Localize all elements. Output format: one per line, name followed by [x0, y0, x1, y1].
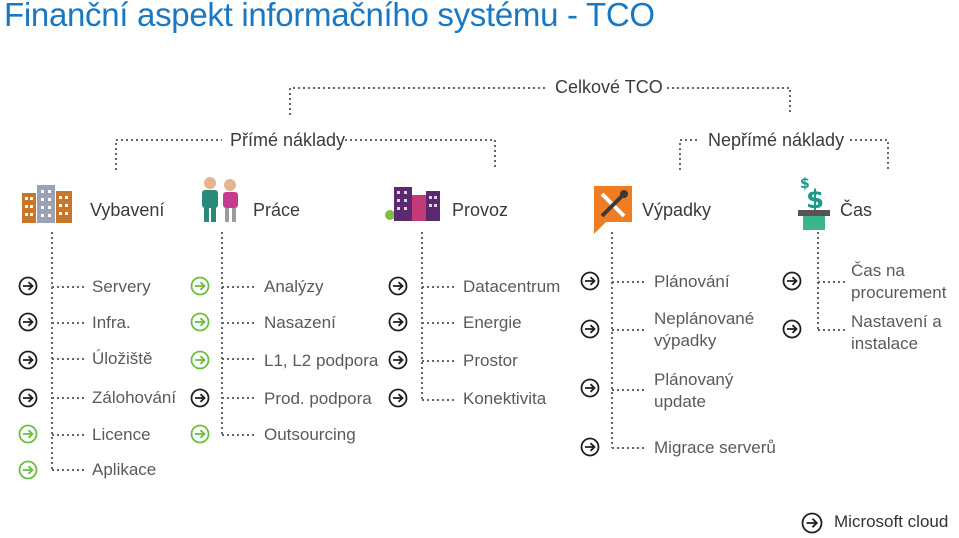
list-item: Úložiště — [92, 349, 153, 368]
arrow-circle-green-icon — [190, 312, 210, 332]
indirect-costs-label: Nepřímé náklady — [708, 130, 845, 150]
list-item: Outsourcing — [264, 425, 356, 444]
arrow-circle-green-icon — [18, 424, 38, 444]
list-item: Aplikace — [92, 460, 157, 479]
direct-costs-label: Přímé náklady — [230, 130, 346, 150]
list-item: Licence — [92, 425, 151, 444]
list-item: Migrace serverů — [654, 438, 776, 457]
category-vybaveni: Vybavení — [90, 200, 165, 220]
list-item: Energie — [463, 313, 522, 332]
category-cas: Čas — [840, 200, 873, 220]
list-item: Konektivita — [463, 389, 547, 408]
arrow-circle-green-icon — [190, 276, 210, 296]
category-provoz: Provoz — [452, 200, 509, 220]
arrow-circle-icon — [580, 437, 600, 457]
svg-text:$: $ — [806, 185, 824, 215]
page-title: Finanční aspekt informačního systému - T… — [4, 0, 655, 33]
list-item: Nasazení — [264, 313, 336, 332]
arrow-circle-icon — [388, 350, 408, 370]
arrow-circle-green-icon — [18, 460, 38, 480]
list-item: Prostor — [463, 351, 518, 370]
people-icon — [202, 177, 238, 222]
arrow-circle-icon — [18, 388, 38, 408]
money-icon: $ $ — [798, 176, 830, 230]
datacenter-buildings-icon — [385, 187, 440, 221]
footer-label: Microsoft cloud — [834, 512, 949, 531]
arrow-circle-green-icon — [190, 424, 210, 444]
list-item: Zálohování — [92, 388, 177, 407]
arrow-circle-icon — [801, 512, 823, 534]
arrow-circle-icon — [18, 350, 38, 370]
arrow-circle-icon — [580, 378, 600, 398]
arrow-circle-icon — [580, 271, 600, 291]
arrow-circle-icon — [580, 319, 600, 339]
list-item: Neplánované výpadky — [654, 309, 755, 350]
arrow-circle-green-icon — [190, 350, 210, 370]
arrow-circle-icon — [782, 319, 802, 339]
list-item: Plánování — [654, 272, 730, 291]
list-item: Analýzy — [264, 277, 324, 296]
list-item: Čas na procurement — [851, 261, 947, 302]
arrow-circle-icon — [782, 271, 802, 291]
arrow-circle-icon — [388, 276, 408, 296]
list-item: Infra. — [92, 313, 131, 332]
svg-text:$: $ — [800, 176, 810, 192]
arrow-circle-icon — [388, 312, 408, 332]
arrow-circle-icon — [18, 276, 38, 296]
list-item: Nastavení a instalace — [851, 312, 942, 353]
category-prace: Práce — [253, 200, 301, 220]
total-tco-label: Celkové TCO — [555, 77, 663, 97]
arrow-circle-icon — [18, 312, 38, 332]
tools-icon — [594, 186, 632, 234]
category-vypadky: Výpadky — [642, 200, 712, 220]
arrow-circle-icon — [190, 388, 210, 408]
list-item: Datacentrum — [463, 277, 561, 296]
buildings-icon — [22, 185, 72, 223]
list-item: L1, L2 podpora — [264, 351, 379, 370]
list-item: Prod. podpora — [264, 389, 372, 408]
arrow-circle-icon — [388, 388, 408, 408]
list-item: Servery — [92, 277, 151, 296]
list-item: Plánovaný update — [654, 370, 734, 411]
